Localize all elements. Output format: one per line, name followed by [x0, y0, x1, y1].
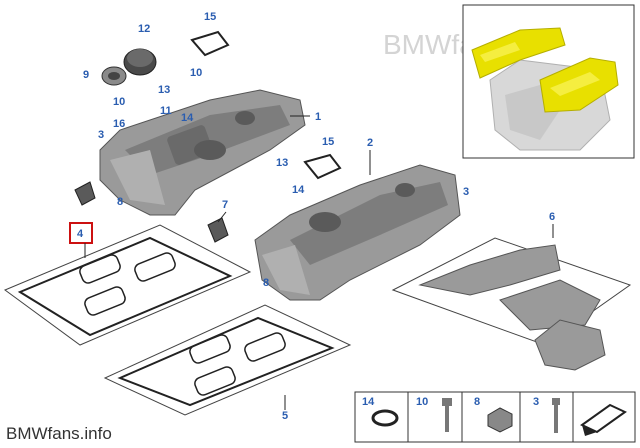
highlight-box-4: [69, 222, 93, 244]
callout-2: 2: [367, 137, 373, 149]
stud-head-icon: [552, 398, 560, 405]
gasket-set-4: [3, 224, 252, 346]
callout-8a: 8: [117, 196, 123, 208]
legend-label-8: 8: [474, 396, 480, 408]
cylinder-head-cover-2: [254, 164, 461, 301]
sensor-7-top: [74, 181, 96, 206]
callout-7: 7: [222, 199, 228, 211]
legend-item-8: 8: [474, 396, 513, 433]
callout-3a: 3: [98, 129, 104, 141]
callout-13a: 13: [158, 84, 170, 96]
stud-shank-icon: [554, 405, 558, 433]
watermark-bottom: BMWfans.info: [6, 424, 112, 443]
callout-15b: 15: [322, 136, 334, 148]
legend-item-3: 3: [533, 396, 560, 433]
callout-12: 12: [138, 23, 150, 35]
bracket-set-6: [391, 237, 632, 371]
callout-3b: 3: [463, 186, 469, 198]
callout-14a: 14: [181, 112, 194, 124]
callout-4: 4: [77, 228, 84, 240]
callout-14b: 14: [292, 184, 305, 196]
callout-1: 1: [315, 111, 321, 123]
seal-ring-icon: [371, 409, 399, 427]
legend-label-14: 14: [362, 396, 375, 408]
callout-15a: 15: [204, 11, 216, 23]
legend-label-3: 3: [533, 396, 539, 408]
inset-cover-left: [471, 27, 566, 79]
gasket-15-top: [190, 30, 230, 57]
bolt-head-icon: [442, 398, 452, 406]
callout-11: 11: [160, 105, 172, 117]
callout-6: 6: [549, 211, 555, 223]
callout-5: 5: [282, 410, 288, 422]
gasket-15-mid: [303, 153, 342, 180]
clip-icon: [487, 407, 513, 433]
callout-16: 16: [113, 118, 125, 130]
cylinder-head-cover-1: [99, 89, 306, 216]
leader-lines: [84, 115, 554, 410]
callout-10b: 10: [113, 96, 125, 108]
gasket-set-5: [103, 304, 352, 416]
sensor-7: [207, 217, 229, 243]
engine-inset: [462, 4, 635, 159]
direction-arrow-icon: [580, 403, 627, 436]
legend-item-10: 10: [416, 396, 452, 432]
callout-10a: 10: [190, 67, 202, 79]
bolt-shank-icon: [445, 406, 449, 432]
legend-label-10: 10: [416, 396, 428, 408]
callout-8b: 8: [263, 277, 269, 289]
callout-9: 9: [83, 69, 89, 81]
hardware-legend: 14 10 8 3: [354, 391, 636, 443]
legend-item-14: 14: [362, 396, 399, 427]
callout-13b: 13: [276, 157, 288, 169]
oil-filler-cap: [101, 48, 157, 86]
callouts: 1 2 3 3 4 5 6 7 8 8 9 10 10 11 12 13 13 …: [77, 11, 555, 422]
